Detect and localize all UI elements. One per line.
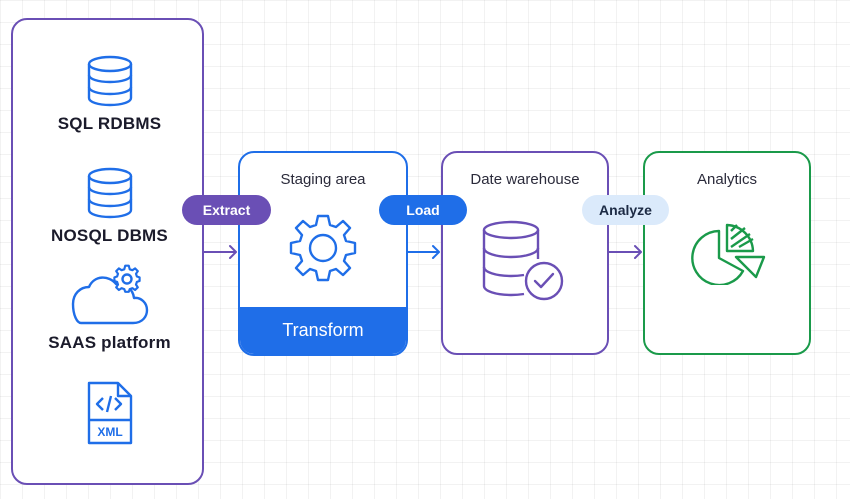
load-step-label: Load — [379, 195, 467, 225]
staging-area-card: Staging area Transform — [238, 151, 408, 356]
source-sql-rdbms: SQL RDBMS — [13, 54, 206, 134]
source-label: SAAS platform — [48, 333, 171, 352]
analytics-card: Analytics — [643, 151, 811, 355]
source-label: NOSQL DBMS — [51, 226, 168, 245]
analytics-title: Analytics — [696, 171, 758, 188]
data-warehouse-title: Date warehouse — [470, 171, 580, 188]
sources-panel: SQL RDBMS NOSQL DBMS SAAS platform — [11, 18, 204, 485]
staging-area-title: Staging area — [280, 171, 366, 188]
data-warehouse-card: Date warehouse — [441, 151, 609, 355]
xml-file-label: XML — [97, 425, 122, 439]
transform-step: Transform — [240, 307, 406, 354]
source-label: SQL RDBMS — [57, 114, 162, 133]
database-check-icon — [482, 220, 564, 301]
source-saas-platform: SAAS platform — [13, 263, 206, 353]
database-icon — [87, 55, 132, 107]
pie-chart-icon — [691, 223, 766, 285]
xml-file-icon: XML — [87, 381, 132, 445]
cloud-gear-icon — [71, 264, 148, 325]
arrow-sources-to-staging — [203, 245, 237, 259]
arrow-warehouse-to-analytics — [608, 245, 642, 259]
gear-icon — [289, 214, 357, 282]
arrow-staging-to-warehouse — [407, 245, 440, 259]
analyze-step-label: Analyze — [582, 195, 669, 225]
source-xml: XML — [13, 380, 206, 446]
source-nosql-dbms: NOSQL DBMS — [13, 166, 206, 246]
database-icon — [87, 167, 132, 219]
extract-step-label: Extract — [182, 195, 271, 225]
